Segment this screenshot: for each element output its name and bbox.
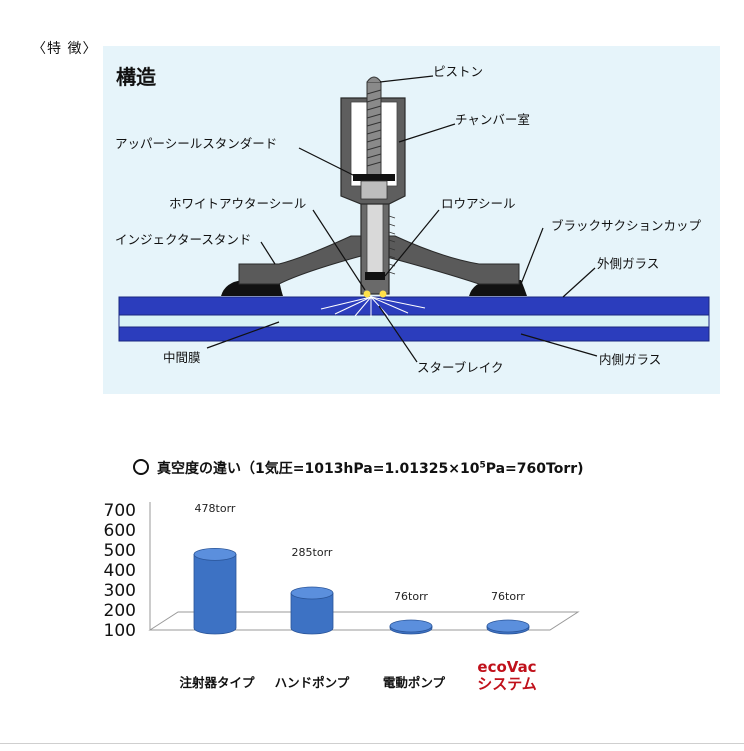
category-hand-pump: ハンドポンプ: [274, 675, 350, 690]
white-outer-seal-spot-right: [379, 290, 387, 298]
lower-seal-ring: [365, 272, 385, 280]
y-tick-label-400: 400: [104, 561, 136, 581]
bar-3: [486, 619, 530, 635]
piston-head: [360, 180, 388, 200]
chart-title: 真空度の違い（1気圧=1013hPa=1.01325×105Pa=760Torr…: [133, 458, 584, 478]
label-black-suction-cup: ブラックサクションカップ: [551, 218, 702, 233]
leader-lines: [206, 75, 598, 363]
chart-title-exponent: 5: [479, 460, 486, 471]
bar-top-0: [193, 548, 237, 561]
category-ecovac-system: ecoVac システム: [474, 659, 540, 693]
category-ecovac-line1: ecoVac: [477, 658, 537, 676]
label-chamber: チャンバー室: [455, 112, 530, 127]
category-ecovac-line2: システム: [477, 675, 537, 693]
bars: [193, 548, 530, 635]
star-break-rays: [320, 296, 426, 317]
category-electric-pump: 電動ポンプ: [382, 675, 446, 690]
label-inner-glass: 内側ガラス: [599, 352, 661, 367]
label-lower-seal: ロウアシール: [441, 196, 516, 211]
bar-labels: 478torr 285torr 76torr 76torr: [195, 502, 526, 603]
feature-heading: 〈特 徴〉: [32, 41, 98, 57]
y-tick-label-300: 300: [104, 581, 136, 601]
circle-bullet-icon: [133, 459, 149, 475]
bar-top-3: [486, 619, 530, 633]
bar-2: [389, 619, 433, 635]
label-injector-stand: インジェクタースタンド: [115, 232, 251, 247]
chart-title-prefix: 真空度の違い（1気圧=1013hPa=1.01325×10: [157, 461, 480, 477]
inner-glass-layer: [118, 326, 710, 342]
y-tick-label-700: 700: [104, 501, 136, 521]
data-label-2: 76torr: [394, 590, 428, 603]
bar-0: [193, 548, 237, 635]
data-label-3: 76torr: [491, 590, 525, 603]
label-interlayer: 中間膜: [163, 350, 201, 365]
bar-body-0: [193, 554, 237, 635]
injector-stand-right: [382, 235, 520, 285]
bar-1: [290, 586, 334, 635]
label-piston: ピストン: [433, 64, 483, 79]
chart-title-suffix: Pa=760Torr): [485, 461, 584, 477]
nozzle-bore: [366, 199, 384, 275]
category-syringe-type: 注射器タイプ: [179, 675, 255, 690]
label-outer-glass: 外側ガラス: [597, 256, 659, 271]
data-label-1: 285torr: [292, 546, 333, 559]
interlayer-film: [118, 314, 710, 328]
y-tick-label-100: 100: [104, 621, 136, 641]
y-tick-label-500: 500: [104, 541, 136, 561]
label-upper-seal: アッパーシールスタンダード: [115, 136, 277, 151]
white-outer-seal-spot: [363, 290, 371, 298]
diagram-title: 構造: [116, 65, 157, 89]
structure-diagram-svg: 構造 ピストン チャンバー室 アッパーシールスタンダード ホワイトアウターシール…: [115, 64, 710, 375]
bar-body-1: [290, 592, 334, 635]
upper-seal: [353, 174, 395, 181]
label-white-outer-seal: ホワイトアウターシール: [169, 196, 306, 211]
data-label-0: 478torr: [195, 502, 236, 515]
bottom-divider: [0, 743, 744, 744]
y-tick-label-600: 600: [104, 521, 136, 541]
bar-top-1: [290, 586, 334, 600]
injector-stand-left: [238, 235, 362, 285]
piston-rod-top: [366, 76, 382, 83]
bar-top-2: [389, 619, 433, 633]
y-tick-label-200: 200: [104, 601, 136, 621]
piston-rod: [366, 81, 382, 177]
structure-diagram: 構造 ピストン チャンバー室 アッパーシールスタンダード ホワイトアウターシール…: [103, 46, 720, 394]
label-star-break: スターブレイク: [417, 360, 504, 375]
